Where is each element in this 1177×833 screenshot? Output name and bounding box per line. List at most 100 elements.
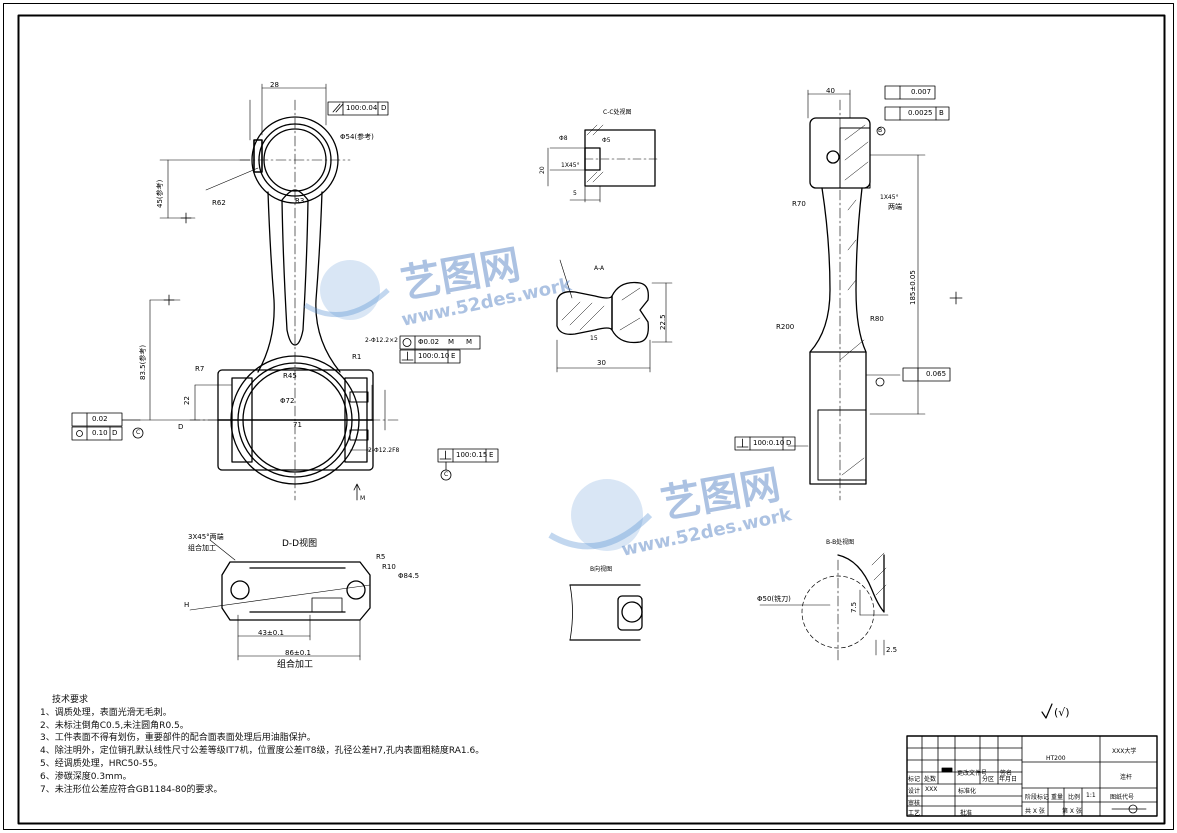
- tb-std: 标准化: [958, 788, 977, 795]
- tb-school: XXX大学: [1112, 748, 1137, 755]
- bb-view-title: B-B处视图: [826, 539, 855, 546]
- roughness-symbol: [1041, 703, 1053, 719]
- dd-view-title: D-D视图: [282, 539, 318, 549]
- dim-r7: R7: [195, 365, 205, 373]
- mmc-modifier-1: M: [448, 338, 455, 346]
- note-item: 1、调质处理，表面光滑无毛刺。: [40, 707, 172, 718]
- bb-dim-phi50: Φ50(铣刀): [757, 595, 791, 603]
- dim-r3: R3: [295, 197, 305, 205]
- dd-dim-phi84: Φ84.5: [398, 572, 420, 580]
- dim-r1: R1: [352, 353, 362, 361]
- aa-dim-15: 15: [590, 335, 598, 342]
- tb-sign: 签名: [1000, 770, 1013, 777]
- b-small-view: [569, 584, 643, 641]
- dd-label-h: H: [184, 601, 190, 609]
- dim-phi54: Φ54(参考): [340, 133, 374, 141]
- tb-stage: 阶段标记: [1025, 794, 1050, 801]
- datum-d-label: D: [381, 104, 387, 112]
- datum-c-symbol-2: C: [444, 471, 449, 478]
- dd-view: [189, 539, 371, 661]
- side-dim-185: 185±0.05: [909, 270, 917, 305]
- dim-45: 45(参考): [156, 179, 164, 208]
- datum-c-symbol: C: [136, 429, 141, 436]
- tb-qty: 处数: [924, 776, 937, 783]
- side-dim-40: 40: [826, 87, 835, 95]
- bb-view: [759, 552, 889, 661]
- dim-phi72: Φ72: [280, 397, 295, 405]
- dd-dim-r10: R10: [382, 563, 396, 571]
- dim-22: 22: [183, 396, 191, 405]
- side-view: [734, 85, 963, 501]
- tb-scale-label: 比例: [1068, 794, 1081, 801]
- datum-e-label-2: E: [489, 451, 494, 459]
- cc-section-view: [547, 124, 661, 203]
- front-view: [71, 83, 499, 501]
- roughness-note: (√): [1054, 706, 1070, 719]
- tb-sheet-no: 第 X 张: [1062, 808, 1082, 815]
- side-dim-r70: R70: [792, 200, 806, 208]
- cc-dim-20: 20: [539, 166, 546, 174]
- tb-scale: 1:1: [1086, 792, 1096, 799]
- perp-tolerance: 100:0.10: [418, 352, 450, 360]
- inner-border: [17, 14, 1166, 825]
- dd-dim-r5: R5: [376, 553, 386, 561]
- tb-date: 年月日: [999, 776, 1018, 783]
- position-tolerance-2: 0.10: [92, 429, 108, 437]
- tb-designer-label: 设计: [908, 788, 921, 795]
- tb-zone: 分区: [982, 776, 995, 783]
- cc-chamfer: 1X45°: [561, 162, 580, 169]
- note-item: 7、未注形位公差应符合GB1184-80的要求。: [40, 784, 223, 795]
- tb-approve: 批准: [960, 810, 973, 817]
- watermark-globe-2: [548, 479, 653, 551]
- dim-28: 28: [270, 81, 279, 89]
- side-datum-b: B: [939, 109, 944, 117]
- cc-dim-phi8: Φ8: [559, 135, 568, 142]
- side-runout: 0.065: [926, 370, 947, 378]
- tb-drawing-no: 图纸代号: [1110, 794, 1135, 801]
- note-item: 3、工件表面不得有划伤，重要部件的配合面表面处理后用油脂保护。: [40, 733, 316, 744]
- watermark-globe-1: [303, 260, 390, 320]
- view-arrow-m: M: [360, 495, 366, 502]
- side-dim-r200: R200: [776, 323, 795, 331]
- datum-e-label: E: [451, 352, 456, 360]
- notes-title: 技术要求: [52, 695, 89, 705]
- aa-view-title: A-A: [594, 265, 605, 272]
- tb-sheets: 共 X 张: [1025, 808, 1045, 815]
- datum-d-axis: D: [178, 423, 184, 431]
- hole-spec: 2-Φ12.2×2: [365, 337, 398, 344]
- cc-view-title: C-C处视图: [603, 109, 632, 116]
- position-tolerance: Φ0.02: [418, 338, 440, 346]
- dd-chamfer-note: 3X45°两端: [188, 533, 224, 541]
- flatness-tolerance: 0.02: [92, 415, 108, 423]
- side-label-b: B: [878, 127, 883, 134]
- tb-process: 工艺: [908, 810, 921, 817]
- side-tol-2: 0.0025: [908, 109, 933, 117]
- tb-mark: 标记: [908, 776, 921, 783]
- note-item: 2、未标注倒角C0.5,未注圆角R0.5。: [40, 720, 189, 731]
- dim-71: 71: [293, 421, 302, 429]
- cc-dim-phi5: Φ5: [602, 137, 611, 144]
- parallel-tolerance: 100:0.04: [346, 104, 378, 112]
- bb-dim-2-5: 2.5: [886, 646, 898, 654]
- b-view-title: B向视图: [590, 566, 613, 573]
- outer-border: [3, 3, 1174, 830]
- side-tol-1: 0.007: [911, 88, 932, 96]
- tb-material: HT200: [1046, 755, 1066, 762]
- side-both-ends: 两端: [888, 203, 902, 211]
- aa-dim-30: 30: [597, 359, 606, 367]
- note-item: 4、除注明外，定位销孔默认线性尺寸公差等级IT7机，位置度公差IT8级，孔径公差…: [40, 746, 485, 757]
- datum-d-label-2: D: [112, 429, 118, 437]
- mmc-modifier-2: M: [466, 338, 473, 346]
- note-item: 6、渗碳深度0.3mm。: [40, 771, 132, 782]
- tb-weight: 重量: [1051, 794, 1064, 801]
- aa-dim-22-5: 22.5: [659, 314, 667, 330]
- dd-combined-2: 组合加工: [277, 660, 314, 670]
- dd-combined-1: 组合加工: [188, 544, 216, 552]
- dim-r62: R62: [212, 199, 226, 207]
- note-item: 5、经调质处理，HRC50-55。: [40, 758, 163, 769]
- dim-83-5: 83.5(参考): [139, 344, 147, 380]
- tb-part-name: 连杆: [1120, 774, 1133, 781]
- perp-tolerance-2: 100:0.15: [456, 451, 488, 459]
- side-perp: 100:0.10: [753, 439, 785, 447]
